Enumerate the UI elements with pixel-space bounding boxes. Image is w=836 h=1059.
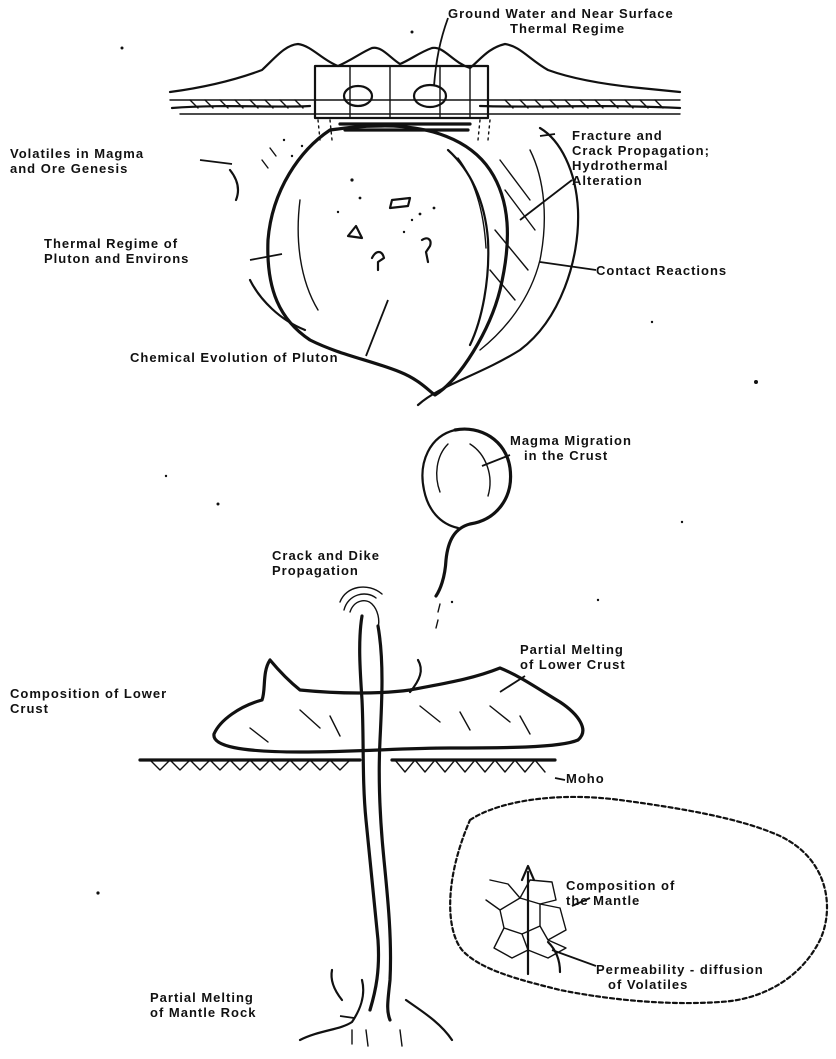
label-partial-mantle: Partial Melting of Mantle Rock [150, 990, 256, 1020]
label-chemical-evolution: Chemical Evolution of Pluton [130, 350, 339, 365]
lower-crust-melt [214, 660, 583, 752]
label-volatiles-magma: Volatiles in Magma and Ore Genesis [10, 146, 144, 176]
magma-blob [422, 429, 510, 628]
label-thermal-pluton: Thermal Regime of Pluton and Environs [44, 236, 189, 266]
label-contact-reactions: Contact Reactions [596, 263, 727, 278]
surface-topography [170, 44, 680, 140]
label-fracture: Fracture and Crack Propagation; Hydrothe… [572, 128, 710, 188]
moho-line [140, 760, 555, 772]
dike-conduit [340, 587, 421, 1020]
label-ground-water: Ground Water and Near Surface Thermal Re… [448, 6, 674, 36]
label-permeability: Permeability - diffusion of Volatiles [596, 962, 764, 992]
label-partial-lower-crust: Partial Melting of Lower Crust [520, 642, 626, 672]
label-magma-migration: Magma Migration in the Crust [510, 433, 632, 463]
label-composition-lower-crust: Composition of Lower Crust [10, 686, 167, 716]
label-crack-dike: Crack and Dike Propagation [272, 548, 380, 578]
label-composition-mantle: Composition of the Mantle [566, 878, 675, 908]
label-moho: Moho [566, 771, 605, 786]
